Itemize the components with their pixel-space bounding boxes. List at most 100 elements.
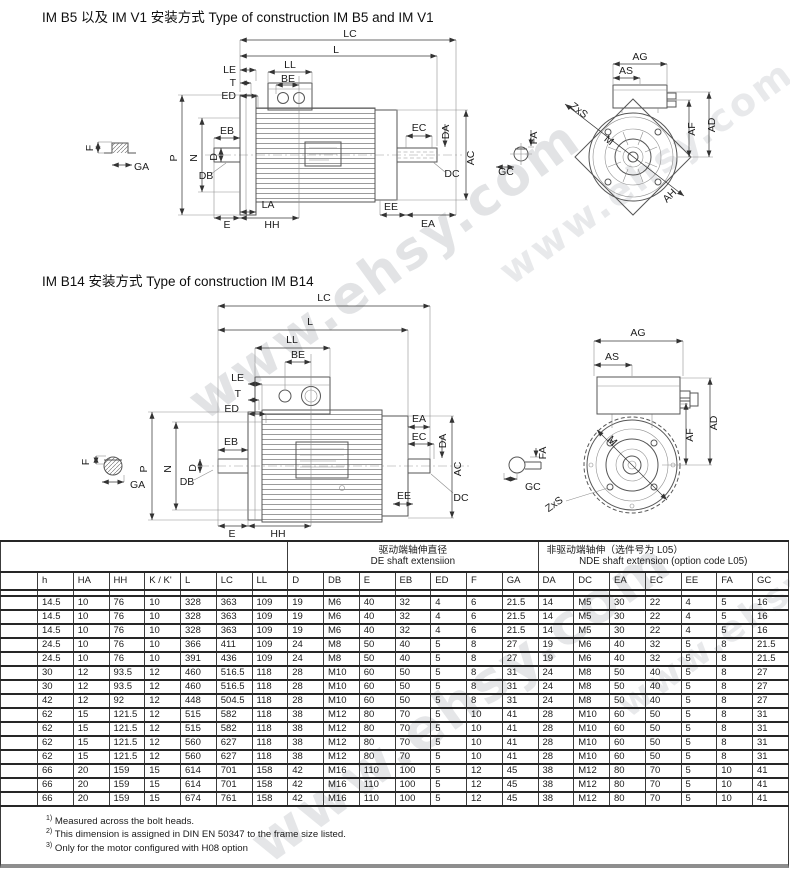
table-cell: 504.5: [215, 693, 253, 709]
dim-hh: HH: [270, 528, 285, 540]
table-cell: 28: [537, 721, 575, 737]
table-cell: 42: [37, 693, 74, 709]
table-cell: 31: [752, 735, 789, 751]
dim-ed: ED: [224, 403, 239, 415]
dim-ac: AC: [452, 461, 464, 476]
table-cell: 80: [609, 791, 646, 807]
table-cell: 21.5: [752, 651, 789, 667]
table-cell: 38: [537, 777, 575, 793]
table-cell: 40: [394, 651, 432, 667]
dim-gc: GC: [525, 481, 541, 493]
table-cell: 22: [644, 595, 682, 611]
dim-da: DA: [437, 434, 449, 449]
table-cell: 460: [180, 679, 217, 695]
table-cell: 70: [394, 721, 432, 737]
table-cell: 21.5: [501, 609, 539, 625]
dim-l: L: [307, 316, 313, 328]
table-cell: 41: [501, 735, 539, 751]
table-cell: 40: [358, 595, 396, 611]
table-cell: 80: [609, 763, 646, 779]
table-cell: 363: [215, 609, 253, 625]
diagram-im-b5-v1: LC L LE T ED LL BE EB D DB P N F GA LA E…: [84, 28, 718, 231]
column-header: EA: [609, 571, 646, 591]
table-cell: M10: [573, 721, 610, 737]
table-cell: 50: [609, 693, 646, 709]
table-cell: 4: [680, 623, 718, 639]
table-cell: 10: [466, 735, 503, 751]
table-cell: 674: [180, 791, 217, 807]
table-cell: 8: [716, 665, 753, 681]
table-cell: 5: [680, 693, 718, 709]
table-cell: 4: [680, 595, 718, 611]
table-cell: 30: [37, 665, 74, 681]
table-cell: 12: [72, 679, 110, 695]
table-cell: 80: [358, 735, 396, 751]
table-cell: 8: [716, 749, 753, 765]
table-cell: 60: [358, 679, 396, 695]
table-cell: 109: [251, 595, 289, 611]
table-cell: M12: [323, 721, 360, 737]
table-cell: 158: [251, 777, 289, 793]
dim-ag: AG: [630, 327, 645, 339]
group-de-zh: 驱动端轴伸直径: [378, 544, 448, 556]
footnote-3-text: Only for the motor configured with H08 o…: [54, 843, 248, 855]
table-cell: 41: [501, 749, 539, 765]
table-cell: 5: [430, 721, 467, 737]
table-cell: 40: [609, 637, 646, 653]
table-cell: 27: [752, 679, 789, 695]
column-header: EB: [394, 571, 432, 591]
table-cell: M6: [323, 595, 360, 611]
dim-dc: DC: [453, 492, 469, 504]
table-cell: 14.5: [37, 623, 74, 639]
table-cell: 28: [287, 679, 324, 695]
table-cell: 10: [466, 721, 503, 737]
table-cell: 41: [752, 791, 789, 807]
column-header: D: [287, 571, 324, 591]
table-cell: 31: [752, 707, 789, 723]
table-cell: 100: [394, 763, 432, 779]
section-title-im-b5-v1: IM B5 以及 IM V1 安装方式 Type of construction…: [42, 10, 434, 25]
table-cell: 5: [680, 777, 718, 793]
table-cell: 27: [752, 665, 789, 681]
table-cell: 70: [644, 763, 682, 779]
table-cell: 40: [358, 623, 396, 639]
column-header: GC: [752, 571, 789, 591]
dim-f: F: [80, 459, 92, 465]
table-cell: 10: [716, 777, 753, 793]
table-cell: 38: [287, 749, 324, 765]
spacer-row: [0, 589, 789, 597]
table-cell: 701: [215, 763, 253, 779]
table-cell: 76: [108, 595, 146, 611]
table-cell: 560: [180, 735, 217, 751]
table-cell: 41: [752, 763, 789, 779]
group-header-row: 驱动端轴伸直径 DE shaft extensiion 非驱动端轴伸（选件号为 …: [0, 540, 789, 573]
table-cell: 110: [358, 763, 396, 779]
table-cell: 10: [72, 609, 110, 625]
table-cell: 66: [37, 777, 74, 793]
table-cell: 14: [537, 609, 575, 625]
dim-zxs: ZxS: [543, 494, 565, 515]
dim-ea: EA: [421, 218, 435, 230]
column-header: HH: [108, 571, 146, 591]
table-cell: 448: [180, 693, 217, 709]
table-cell: 118: [251, 665, 289, 681]
table-cell: 627: [215, 735, 253, 751]
table-cell: 5: [716, 609, 753, 625]
column-header: GA: [501, 571, 539, 591]
table-cell: 31: [501, 679, 539, 695]
b14-end-view: [565, 376, 699, 514]
table-cell: M8: [573, 665, 610, 681]
dim-m: M: [602, 133, 616, 148]
table-cell: 76: [108, 637, 146, 653]
table-cell: 5: [680, 763, 718, 779]
column-header: EC: [644, 571, 682, 591]
table-cell: 70: [394, 749, 432, 765]
table-cell: 60: [609, 735, 646, 751]
dim-af: AF: [684, 428, 696, 441]
